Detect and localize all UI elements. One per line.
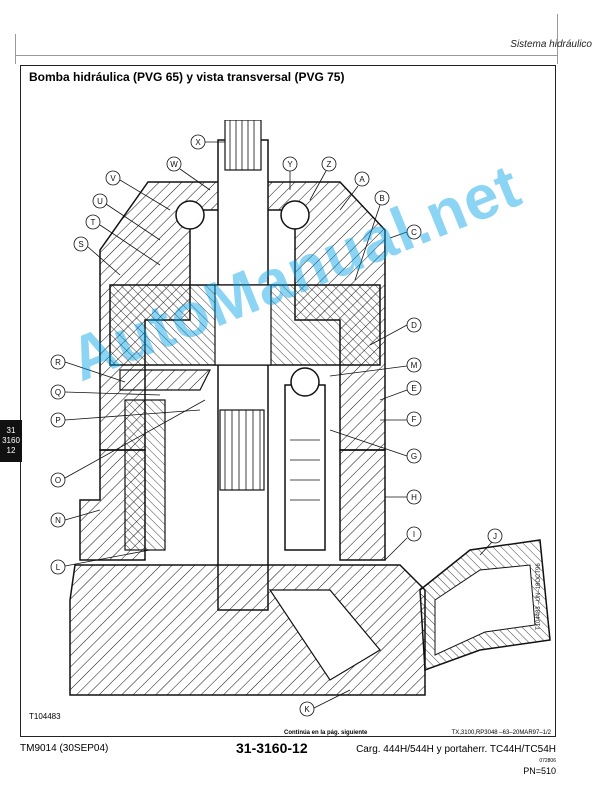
pump-cross-section-diagram: X W Y Z V A B U T C S D R M Q E P F O G … (50, 120, 551, 717)
tab-line-2: 3160 (2, 436, 20, 445)
reference-code: TX,3100,RP3048 –63–20MAR97–1/2 (451, 730, 551, 736)
bearing-left (175, 200, 205, 230)
label-u: U (97, 197, 103, 206)
block-bore (214, 284, 272, 366)
manual-id: TM9014 (30SEP04) (20, 743, 109, 754)
continued-note: Continúa en la pág. siguiente (284, 730, 368, 736)
label-l: L (56, 563, 61, 572)
label-n: N (55, 516, 61, 525)
pn-number: PN=510 (523, 766, 556, 776)
page-title: Bomba hidráulica (PVG 65) y vista transv… (29, 70, 345, 84)
piston-right (284, 384, 326, 551)
label-h: H (411, 493, 417, 502)
label-e: E (411, 384, 416, 393)
header-rule-left (15, 34, 16, 64)
label-q: Q (55, 388, 61, 397)
fitting-bore (434, 564, 536, 656)
label-o: O (55, 476, 61, 485)
label-z: Z (327, 160, 332, 169)
bearing-right (280, 200, 310, 230)
page-number: 31-3160-12 (236, 740, 308, 756)
housing-left-wall (79, 449, 146, 561)
tab-line-3: 12 (6, 446, 16, 455)
shaft-spline (224, 120, 262, 171)
figure-frame (20, 65, 556, 737)
label-f: F (412, 415, 417, 424)
label-s: S (78, 240, 83, 249)
section-tab: 31 3160 12 (0, 420, 22, 462)
section-header: Sistema hidráulico (510, 39, 592, 50)
housing-right-wall (339, 449, 386, 561)
header-rule-right (557, 14, 558, 64)
tab-line-1: 31 (6, 426, 16, 435)
label-m: M (411, 361, 418, 370)
label-b: B (379, 194, 384, 203)
footer-date: 072806 (539, 758, 556, 764)
callouts (50, 134, 503, 717)
label-r: R (55, 358, 61, 367)
label-p: P (55, 416, 60, 425)
model-list: Carg. 444H/544H y portaherr. TC44H/TC54H (356, 744, 556, 755)
inlet-passage (268, 589, 381, 681)
label-t: T (91, 218, 96, 227)
piston-ball (290, 367, 320, 397)
label-g: G (411, 452, 417, 461)
charge-gear (219, 409, 265, 491)
label-y: Y (287, 160, 293, 169)
header-rule (15, 55, 558, 56)
label-i: I (413, 530, 415, 539)
label-k: K (304, 705, 310, 714)
drive-shaft (217, 139, 269, 611)
label-a: A (359, 175, 365, 184)
label-v: V (110, 174, 116, 183)
end-cover (69, 564, 426, 696)
label-c: C (411, 228, 417, 237)
label-x: X (195, 138, 201, 147)
label-d: D (411, 321, 417, 330)
figure-id: T104483 (29, 712, 61, 721)
label-w: W (170, 160, 178, 169)
figure-side-code: T104483 –UN–18OCT96 (536, 563, 542, 630)
label-j: J (493, 532, 497, 541)
callout-letters: X W Y Z V A B U T C S D R M Q E P F O G … (55, 138, 497, 714)
swash-plate (119, 369, 211, 391)
